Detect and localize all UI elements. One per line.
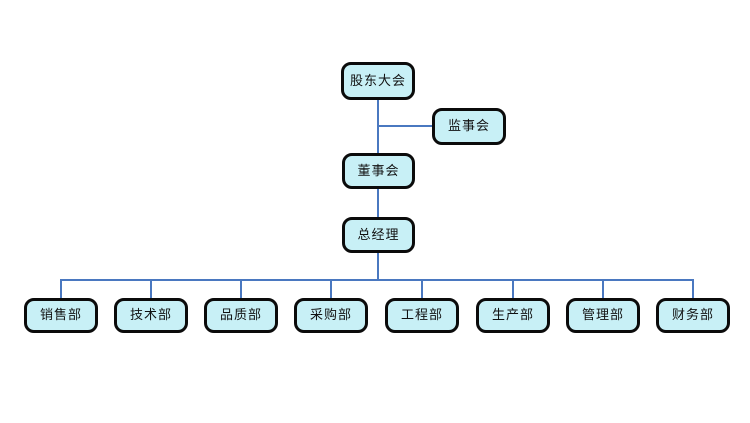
node-supervisory-board: 监事会 <box>432 108 506 145</box>
node-management-department: 管理部 <box>566 298 640 333</box>
node-general-manager: 总经理 <box>342 217 415 253</box>
node-production-department: 生产部 <box>476 298 550 333</box>
node-management-department-label: 管理部 <box>581 308 624 323</box>
node-finance-department-label: 财务部 <box>671 308 714 323</box>
node-quality-department-label: 品质部 <box>219 308 262 323</box>
node-engineering-department: 工程部 <box>385 298 459 333</box>
node-general-manager-label: 总经理 <box>357 227 400 243</box>
node-quality-department: 品质部 <box>204 298 278 333</box>
node-board-of-directors-label: 董事会 <box>357 163 400 179</box>
node-supervisory-board-label: 监事会 <box>447 119 490 134</box>
node-production-department-label: 生产部 <box>491 308 534 323</box>
node-shareholders-meeting: 股东大会 <box>341 62 415 100</box>
node-purchasing-department-label: 采购部 <box>309 308 352 323</box>
node-finance-department: 财务部 <box>656 298 730 333</box>
node-board-of-directors: 董事会 <box>342 153 415 189</box>
node-sales-department-label: 销售部 <box>39 308 82 323</box>
node-technology-department: 技术部 <box>114 298 188 333</box>
node-sales-department: 销售部 <box>24 298 98 333</box>
node-technology-department-label: 技术部 <box>129 308 172 323</box>
node-shareholders-meeting-label: 股东大会 <box>349 73 406 89</box>
node-purchasing-department: 采购部 <box>294 298 368 333</box>
node-engineering-department-label: 工程部 <box>400 308 443 323</box>
